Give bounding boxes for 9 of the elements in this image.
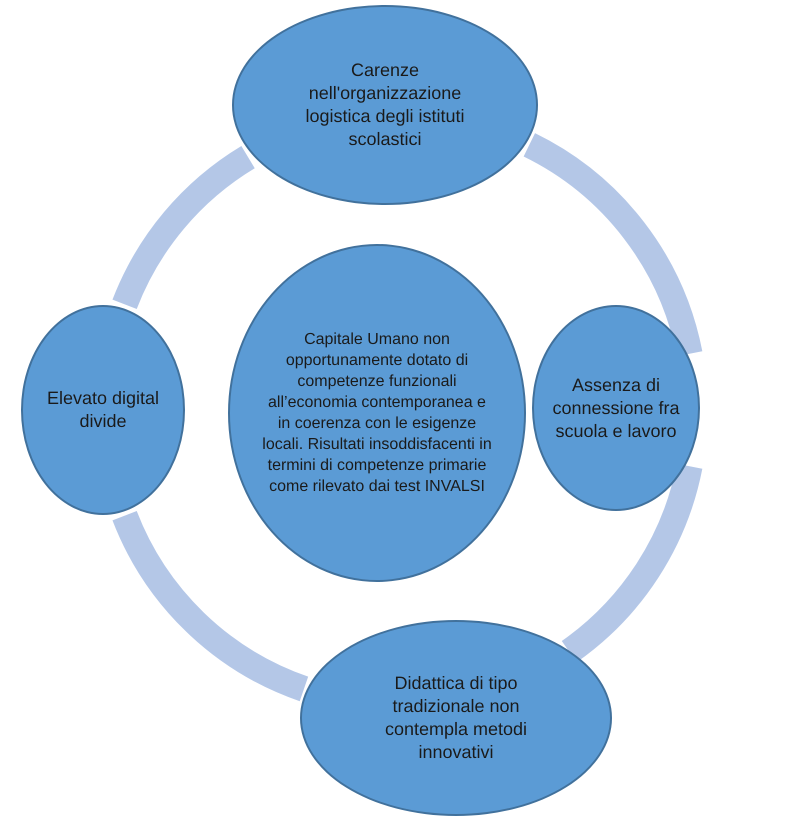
node-text: Carenze nell'organizzazione logistica degli istituti scolastici <box>304 59 466 151</box>
ring-connector <box>522 134 702 357</box>
ring-connector <box>112 146 256 310</box>
ring-connector <box>112 510 309 701</box>
node-text: Didattica di tipo tradizionale non contempla metodi innovativi <box>384 672 528 764</box>
ring-connector <box>561 462 702 662</box>
node-text: Capitale Umano non opportunamente dotato di competenze funzionali all’economia contemporanea e in coerenza con le esigenze locali. Risultati insoddisfacenti in termini di competenze primarie come rilevato dai test INVALSI <box>261 330 493 497</box>
node-text: Assenza di connessione fra scuola e lavoro <box>551 374 681 442</box>
node-text: Elevato digital divide <box>46 387 160 433</box>
